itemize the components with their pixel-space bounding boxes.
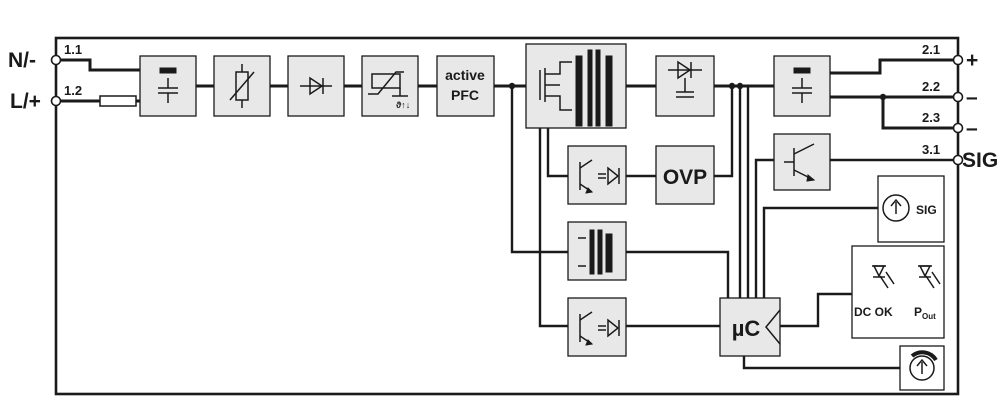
- mcu-label: µC: [732, 316, 761, 341]
- thermo-label: ϑ↑↓: [396, 100, 410, 110]
- terminal-label-2-3: 2.3: [922, 110, 940, 125]
- optocoupler-block-1: [567, 145, 627, 205]
- fuse-symbol: [99, 95, 137, 107]
- terminal-label-2-1: 2.1: [922, 42, 940, 57]
- sig-pot-label: SIG: [916, 203, 937, 217]
- adjust-potentiometer-block: [899, 345, 945, 391]
- dc-ok-label: DC OK: [854, 305, 893, 319]
- terminal-1-2: [50, 95, 62, 107]
- ovp-block: OVP: [655, 145, 715, 205]
- inrush-limiter-block: ϑ↑↓: [361, 55, 419, 117]
- microcontroller-block: µC: [719, 297, 781, 357]
- terminal-label-2-2: 2.2: [922, 79, 940, 94]
- rectifier-block: [287, 55, 345, 117]
- plus-output-label: +: [966, 49, 978, 72]
- optocoupler-block-2: [567, 297, 627, 357]
- minus-output-label-2: –: [966, 117, 978, 140]
- junction-dots: [508, 82, 887, 101]
- terminal-2-3: [952, 122, 964, 134]
- signal-transistor-block: [773, 133, 831, 191]
- terminal-label-3-1: 3.1: [922, 142, 940, 157]
- n-minus-label: N/-: [8, 49, 36, 72]
- led-indicator-block: DC OK POut: [851, 245, 945, 339]
- terminal-3-1: [952, 154, 964, 166]
- sig-potentiometer-block: SIG: [877, 175, 945, 243]
- isolation-transformer-block: [567, 221, 627, 281]
- output-rectifier-block: [655, 55, 715, 117]
- terminal-label-1-2: 1.2: [64, 83, 82, 98]
- terminal-2-1: [952, 54, 964, 66]
- terminal-2-2: [952, 91, 964, 103]
- pfc-label-line2: PFC: [451, 87, 479, 103]
- terminal-1-1: [50, 54, 62, 66]
- input-filter-block: [139, 55, 197, 117]
- output-filter-block: [773, 55, 831, 117]
- active-pfc-block: active PFC: [436, 55, 495, 117]
- pout-label: POut: [914, 305, 936, 321]
- minus-output-label-1: –: [966, 86, 978, 109]
- varistor-block: [213, 55, 271, 117]
- sig-output-label: SIG: [962, 149, 998, 172]
- ovp-label: OVP: [663, 166, 707, 189]
- terminal-label-1-1: 1.1: [64, 42, 82, 57]
- switch-transformer-block: [525, 43, 627, 129]
- housing-frame: [54, 36, 960, 396]
- wiring: [58, 58, 956, 370]
- pfc-label-line1: active: [445, 67, 485, 83]
- terminal-contacts: [50, 54, 964, 166]
- l-plus-label: L/+: [10, 90, 41, 113]
